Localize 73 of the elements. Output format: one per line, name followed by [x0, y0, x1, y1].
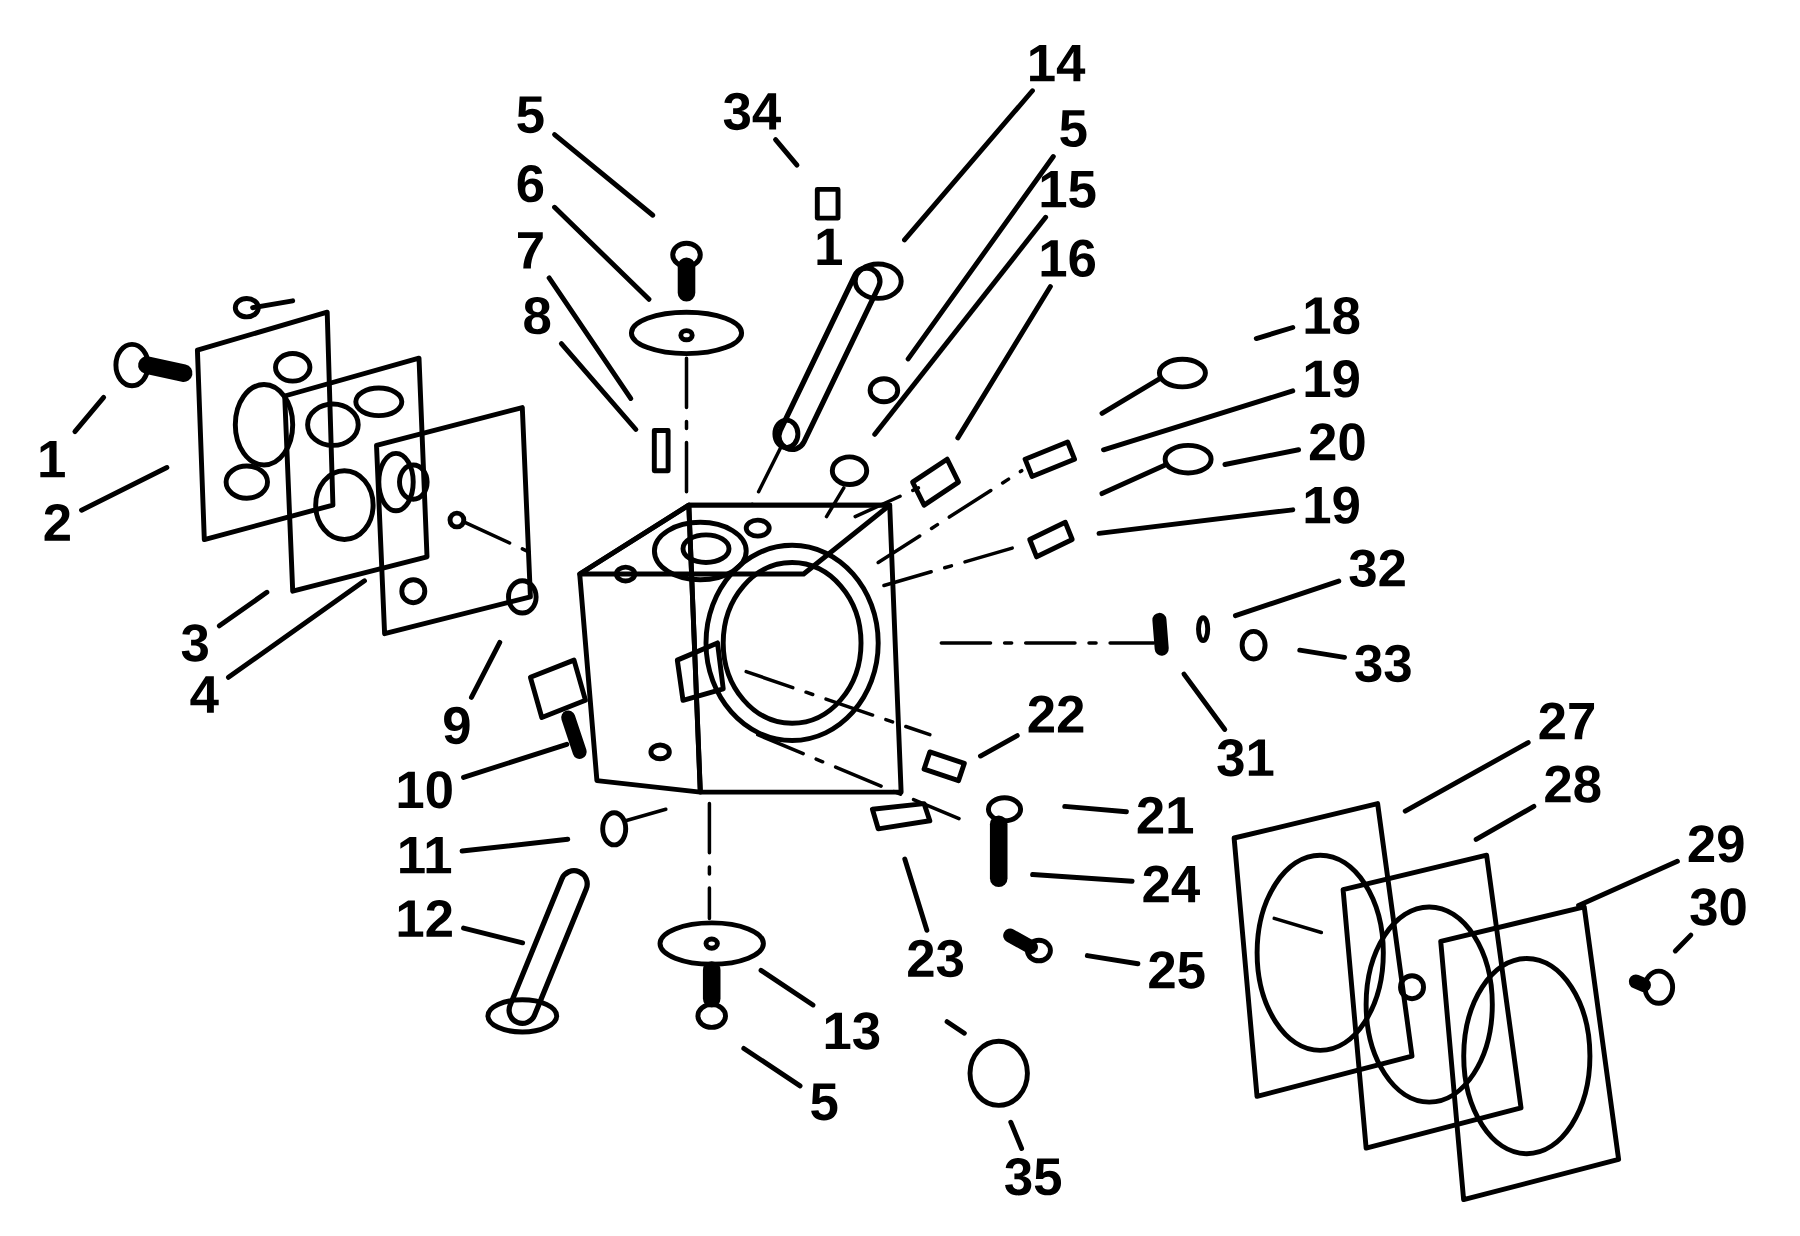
leader-line [1473, 803, 1537, 842]
callout-number: 5 [1060, 110, 1087, 147]
callout-number: 1 [40, 441, 65, 478]
leader-line [226, 578, 367, 680]
callout-number: 25 [1149, 951, 1205, 989]
leader-line [461, 741, 570, 780]
callout-number: 2 [44, 503, 70, 541]
leader-line [558, 341, 639, 432]
leader-line [1062, 803, 1129, 815]
callout-number: 3 [181, 624, 208, 662]
leader-line [1253, 325, 1296, 342]
leader-line [902, 856, 930, 933]
leader-line [1576, 858, 1680, 908]
leader-line [773, 137, 800, 168]
callout-number: 19 [1305, 360, 1359, 398]
callout-number: 6 [517, 165, 544, 203]
callout-number: 20 [1309, 423, 1365, 461]
callout-number: 30 [1690, 888, 1746, 926]
leader-line [1297, 647, 1347, 660]
leader-line [552, 204, 652, 302]
leader-line [872, 214, 1049, 437]
callout-number: 34 [723, 92, 781, 131]
callout-number: 1 [817, 228, 842, 265]
callout-number: 32 [1349, 549, 1405, 587]
callout-number: 22 [1028, 695, 1084, 733]
leader-line [1084, 953, 1141, 967]
leader-line [1008, 1119, 1025, 1151]
leader-line [546, 275, 634, 401]
callout-number: 33 [1355, 644, 1411, 683]
leader-line [216, 589, 270, 629]
leader-line [1222, 447, 1302, 467]
leader-line [461, 925, 526, 946]
leader-line [1096, 507, 1296, 536]
callout-number: 15 [1041, 171, 1096, 208]
callout-number: 23 [908, 939, 963, 978]
leader-line [552, 132, 656, 218]
leader-line [741, 1046, 803, 1089]
leader-line [1101, 388, 1296, 453]
callout-number: 19 [1305, 486, 1359, 524]
callout-number: 27 [1539, 702, 1595, 740]
leader-line [955, 284, 1053, 441]
callout-number: 35 [1005, 1158, 1062, 1196]
callout-number: 10 [398, 771, 452, 809]
leader-line [1030, 872, 1135, 884]
leader-line [978, 733, 1020, 759]
callout-number: 21 [1137, 796, 1194, 834]
leader-line [1672, 932, 1694, 954]
leader-line [758, 967, 816, 1008]
callout-number: 4 [190, 676, 219, 713]
leader-line [905, 154, 1056, 362]
callout-number: 14 [1030, 44, 1086, 82]
leader-line [459, 836, 571, 854]
callout-number: 12 [398, 900, 452, 937]
callout-number: 9 [444, 706, 470, 745]
callout-number: 5 [811, 1083, 838, 1121]
leader-line [1181, 671, 1228, 732]
leader-line [468, 639, 503, 700]
callout-number: 7 [518, 232, 543, 269]
leader-line [1233, 578, 1342, 619]
callout-number: 18 [1305, 297, 1360, 335]
leader-line [79, 465, 170, 513]
callout-number: 16 [1041, 239, 1095, 277]
callout-number: 8 [524, 297, 551, 335]
leader-line [72, 394, 107, 434]
callout-number: 11 [400, 837, 452, 874]
callout-number: 29 [1688, 825, 1744, 863]
callout-number: 13 [825, 1012, 880, 1050]
leader-line [1402, 740, 1531, 814]
callout-number: 24 [1143, 865, 1200, 903]
callout-number: 28 [1545, 765, 1601, 803]
callout-number: 31 [1217, 739, 1274, 777]
leader-line [902, 88, 1035, 243]
callout-number: 5 [517, 96, 544, 134]
